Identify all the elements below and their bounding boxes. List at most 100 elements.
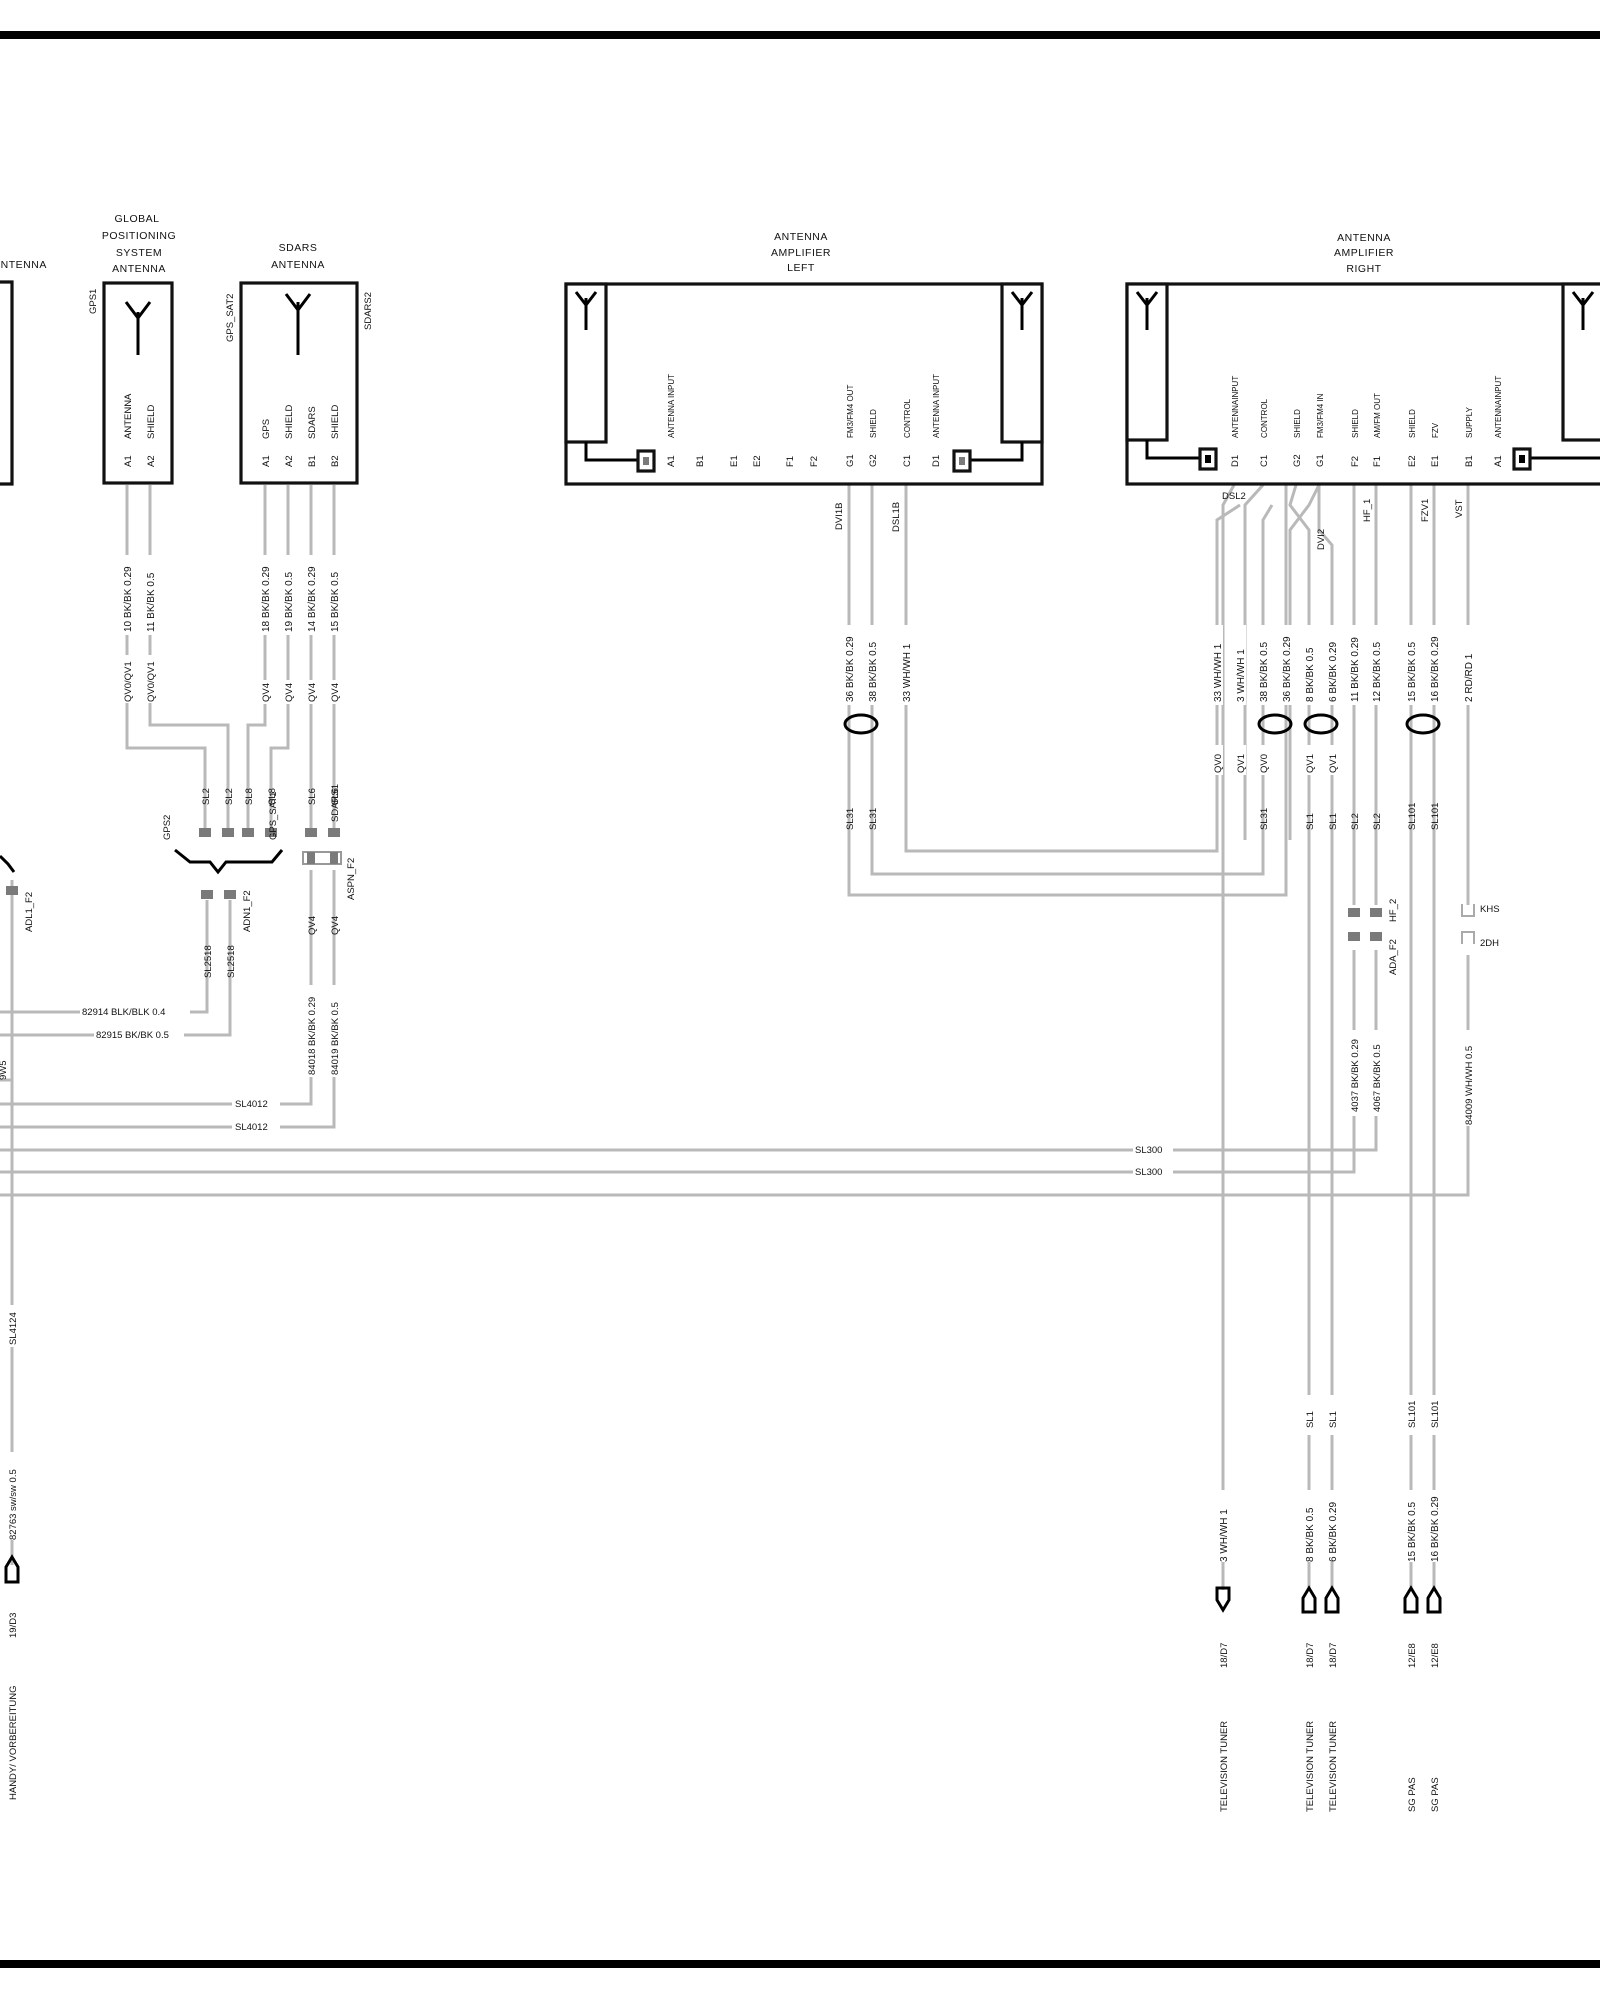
label-background	[94, 1027, 184, 1041]
wire-left-g2	[870, 485, 1274, 876]
terminal	[224, 890, 236, 899]
splice-label: QV0	[1259, 754, 1270, 773]
splice-label: QV0/QV1	[146, 661, 157, 702]
terminal	[1370, 932, 1382, 941]
terminal	[199, 828, 211, 837]
connector-khs	[1461, 904, 1475, 944]
label-background	[232, 1119, 280, 1133]
amp-right-title-1: ANTENNA	[1337, 232, 1391, 244]
label-background	[1257, 745, 1269, 775]
terminal-outline	[1461, 931, 1475, 944]
amp-left-pin-id: E2	[752, 455, 763, 467]
gps-title-2: POSITIONING	[102, 230, 176, 242]
wire-sdars-a1	[246, 485, 267, 828]
terminal	[222, 828, 234, 837]
sl-label: SL8	[244, 788, 255, 805]
wire-label: 3 WH/WH 1	[1236, 649, 1247, 702]
wire-label: 15 BK/BK 0.5	[330, 572, 341, 632]
wire-sl300-b	[0, 1093, 1356, 1174]
wire-label-84009: 84009 WH/WH 0.5	[1464, 1046, 1475, 1125]
amp-left-pin-name: CONTROL	[903, 398, 912, 438]
terminal-sg1-icon	[1403, 1585, 1419, 1614]
sl-label: SL101	[1430, 803, 1441, 830]
antenna-symbol-icon	[124, 301, 152, 355]
label-background	[282, 680, 294, 704]
sdars-pin-a2-name: SHIELD	[284, 405, 295, 439]
amp-right-pin-name: SUPPLY	[1465, 406, 1474, 438]
wire-right-g1b	[1317, 485, 1334, 1590]
harness-labels: DVI1B DSL1B DSL2 DVI2 HF_1 FZV1 VST	[834, 491, 1465, 550]
amp-right-pin-name: ANTENNAINPUT	[1231, 376, 1240, 438]
wire-label: 33 WH/WH 1	[902, 643, 913, 702]
label-dvi2: DVI2	[1316, 529, 1327, 550]
label-background	[1428, 1395, 1440, 1435]
amp-right-pin-id: F2	[1350, 456, 1361, 467]
terminal-sg2-icon	[1426, 1585, 1442, 1614]
connector-sdars1	[302, 828, 342, 865]
sg1-ref: 12/E8	[1407, 1643, 1418, 1668]
connector-label-adn1: ADN1_F2	[242, 890, 253, 932]
label-background	[1405, 1395, 1417, 1435]
tv1-wire-label: 3 WH/WH 1	[1219, 1509, 1230, 1562]
tv2-ref: 18/D7	[1305, 1643, 1316, 1668]
terminal	[242, 828, 254, 837]
label-background	[1428, 1490, 1440, 1562]
wire-label: 2 RD/RD 1	[1464, 653, 1475, 702]
amp-right-coax-core-a	[1205, 455, 1211, 463]
sdars-antenna: SDARS ANTENNA GPS_SAT2 SDARS2 A1 GPS A2 …	[225, 242, 374, 485]
gps-title-3: SYSTEM	[116, 247, 162, 259]
wire-label: 36 BK/BK 0.29	[845, 636, 856, 702]
sl-label: SL101	[1407, 803, 1418, 830]
sl-label: SL6	[307, 788, 318, 805]
amp-left-title-1: ANTENNA	[774, 231, 828, 243]
label-background	[328, 555, 340, 635]
label-background	[121, 655, 133, 703]
top-frame-bar	[0, 31, 1600, 39]
antenna-partial-title: ANTENNA	[0, 259, 47, 271]
amp-right-pins: D1ANTENNAINPUTC1CONTROLG2SHIELDG1FM3/FM4…	[1230, 376, 1504, 467]
wire-label: 38 BK/BK 0.5	[868, 642, 879, 702]
amp-right-title-2: AMPLIFIER	[1334, 247, 1394, 259]
splice-label: QV0/QV1	[123, 661, 134, 702]
label-background	[328, 680, 340, 704]
terminal-tv1-icon	[1215, 1586, 1231, 1613]
antenna-amplifier-right: ANTENNA AMPLIFIER RIGHT D1ANTENNAINPUTC1…	[1125, 232, 1600, 486]
connector-bracket	[0, 854, 16, 873]
splice-label: QV1	[1305, 754, 1316, 773]
terminal	[1348, 908, 1360, 917]
label-background	[1405, 625, 1417, 705]
sl-label: SL8	[267, 788, 278, 805]
label-dsl1b: DSL1B	[891, 502, 902, 532]
wire-label: 15 BK/BK 0.5	[1407, 642, 1418, 702]
wire-label: 14 BK/BK 0.29	[307, 566, 318, 632]
wire-label-84019: 84019 BK/BK 0.5	[330, 1002, 341, 1075]
wire-label-82914: 82914 BLK/BLK 0.4	[82, 1007, 165, 1018]
label-background	[1303, 745, 1315, 775]
label-background	[328, 985, 340, 1077]
label-background	[1257, 625, 1269, 705]
qv-label: QV4	[307, 916, 318, 935]
label-background	[1462, 625, 1474, 705]
terminal-tv3-icon	[1324, 1585, 1340, 1614]
wire-label-sl300a: SL300	[1135, 1145, 1162, 1156]
wire-right-c1	[1243, 483, 1265, 840]
label-background	[305, 680, 317, 704]
connector-label-sdars1: SDARS1	[330, 784, 341, 822]
terminal	[201, 890, 213, 899]
sg2-ref: 12/E8	[1430, 1643, 1441, 1668]
antenna-partial: ANTENNA	[0, 259, 47, 486]
wire-label-sl4124: SL4124	[8, 1312, 19, 1345]
wire-label-4037: 4037 BK/BK 0.29	[1350, 1039, 1361, 1112]
amp-right-pin-name: FM3/FM4 IN	[1316, 393, 1325, 438]
twist-right-1	[1257, 713, 1293, 735]
label-background	[1211, 625, 1223, 705]
splice-label: QV0	[1213, 754, 1224, 773]
amp-right-pin-name: SHIELD	[1293, 409, 1302, 438]
tv3-name: TELEVISION TUNER	[1328, 1721, 1339, 1812]
wire-label-9w5: 9W5	[0, 1060, 9, 1080]
amp-left-pin-id: F1	[785, 456, 796, 467]
wire-gps-a1	[125, 485, 207, 828]
wire-label: 19 BK/BK 0.5	[284, 572, 295, 632]
